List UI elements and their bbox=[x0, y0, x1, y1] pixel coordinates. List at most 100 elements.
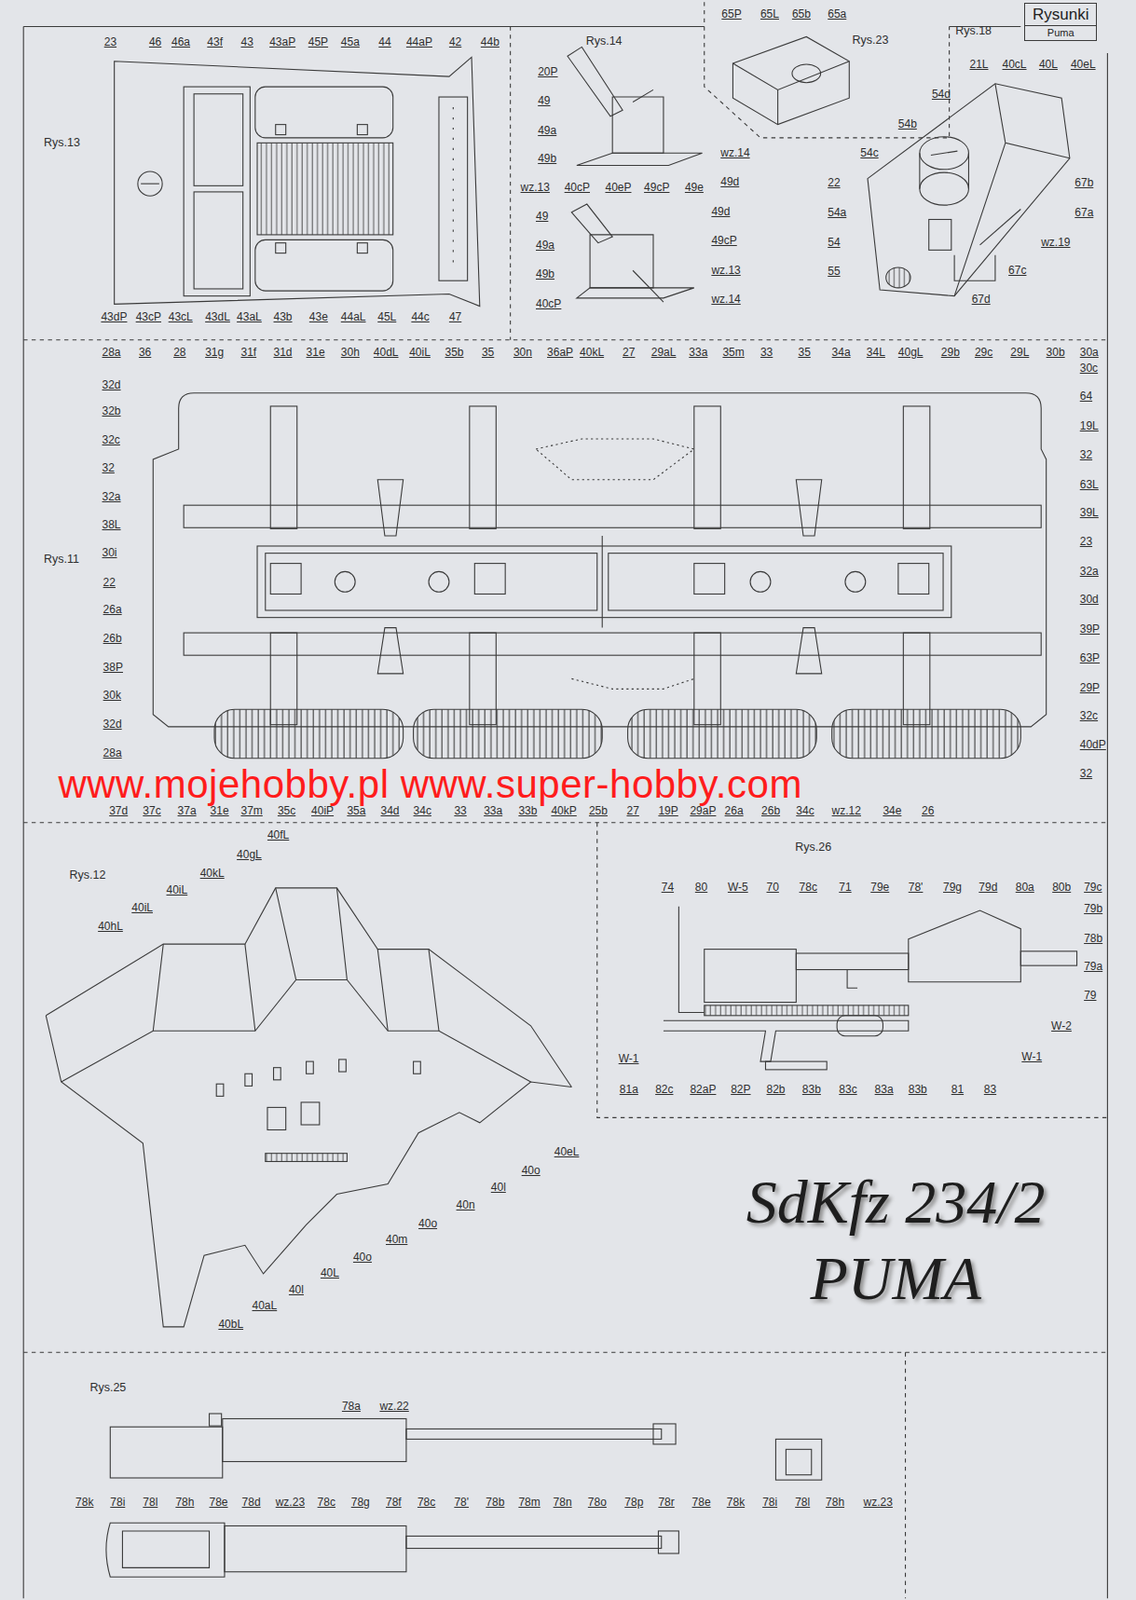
callout-number: 32a bbox=[1080, 564, 1099, 578]
callout-number: 34c bbox=[413, 804, 432, 818]
callout-number: 55 bbox=[827, 264, 840, 278]
line-art bbox=[1020, 951, 1077, 966]
line-art bbox=[628, 709, 818, 759]
line-art bbox=[265, 553, 598, 611]
callout-number: 31d bbox=[273, 345, 293, 359]
callout-number: 49a bbox=[537, 123, 557, 137]
line-art bbox=[209, 1413, 222, 1426]
callout-number: 49a bbox=[535, 238, 555, 252]
line-art bbox=[339, 1059, 347, 1072]
callout-number: 31e bbox=[210, 804, 230, 818]
callout-number: 40eL bbox=[1070, 57, 1096, 71]
callout-number: 32a bbox=[102, 490, 122, 504]
callout-number: wz.23 bbox=[275, 1495, 305, 1509]
callout-number: 28a bbox=[102, 345, 122, 359]
callout-number: 29c bbox=[974, 345, 993, 359]
callout-number: 78b bbox=[1083, 931, 1103, 945]
callout-number: 29b bbox=[941, 345, 960, 359]
line-art bbox=[765, 1061, 827, 1070]
line-art bbox=[567, 46, 623, 116]
line-art bbox=[509, 26, 511, 340]
callout-number: 35b bbox=[445, 345, 465, 359]
line-art bbox=[908, 910, 1021, 983]
callout-number: 45L bbox=[377, 310, 397, 324]
callout-number: 40l bbox=[288, 1283, 304, 1297]
callout-number: 26 bbox=[921, 804, 934, 818]
callout-number: 32 bbox=[102, 461, 115, 475]
callout-number: 82P bbox=[730, 1082, 751, 1096]
line-art bbox=[1107, 53, 1109, 1599]
callout-number: 78a bbox=[342, 1399, 361, 1413]
callout-number: 32d bbox=[102, 378, 122, 392]
callout-number: 43e bbox=[309, 310, 329, 324]
callout-number: 30d bbox=[1080, 592, 1099, 606]
callout-number: 44aP bbox=[406, 35, 433, 49]
callout-number: 78' bbox=[453, 1495, 469, 1509]
figure-label: Rys.11 bbox=[43, 552, 80, 567]
callout-number: 25b bbox=[588, 804, 608, 818]
callout-number: 44 bbox=[378, 35, 391, 49]
figure-label: Rys.26 bbox=[794, 840, 832, 855]
bracket-parts bbox=[567, 46, 703, 302]
callout-number: 79d bbox=[978, 880, 998, 894]
callout-number: 65L bbox=[760, 7, 780, 21]
callout-number: 45a bbox=[341, 35, 360, 49]
line-art bbox=[245, 1073, 253, 1086]
callout-number: 40iL bbox=[131, 901, 153, 915]
callout-number: 27 bbox=[626, 804, 639, 818]
callout-number: 40iP bbox=[311, 804, 334, 818]
line-art bbox=[775, 1438, 822, 1480]
callout-number: 36 bbox=[138, 345, 151, 359]
line-art bbox=[632, 270, 664, 302]
callout-number: wz.19 bbox=[1040, 235, 1070, 249]
line-art bbox=[334, 571, 356, 592]
callout-number: 20P bbox=[537, 65, 558, 79]
callout-number: 83b bbox=[802, 1082, 822, 1096]
callout-number: 78m bbox=[518, 1495, 540, 1509]
callout-number: 40kL bbox=[200, 866, 225, 880]
callout-number: 78k bbox=[726, 1495, 745, 1509]
callout-number: 37m bbox=[240, 804, 262, 818]
callout-number: 39L bbox=[1080, 506, 1099, 520]
callout-number: 34L bbox=[866, 345, 886, 359]
line-art bbox=[919, 172, 970, 206]
callout-number: 79a bbox=[1083, 959, 1103, 973]
callout-number: 35a bbox=[346, 804, 366, 818]
callout-number: 44aL bbox=[341, 310, 367, 324]
line-art bbox=[576, 287, 695, 299]
callout-number: 40m bbox=[385, 1232, 408, 1246]
line-art bbox=[535, 438, 695, 480]
line-art bbox=[257, 142, 394, 235]
callout-number: 32d bbox=[103, 717, 123, 731]
callout-number: 83 bbox=[984, 1082, 997, 1096]
callout-number: wz.14 bbox=[711, 292, 740, 306]
callout-number: 23 bbox=[104, 35, 117, 49]
callout-number: 30h bbox=[341, 345, 360, 359]
callout-number: wz.12 bbox=[832, 804, 862, 818]
callout-number: 78i bbox=[109, 1495, 125, 1509]
line-art bbox=[845, 571, 866, 592]
callout-number: 79g bbox=[943, 880, 962, 894]
line-art bbox=[678, 906, 704, 1013]
callout-number: 46 bbox=[149, 35, 162, 49]
armor-shell bbox=[45, 888, 572, 1328]
line-art bbox=[275, 243, 287, 254]
callout-number: 40L bbox=[320, 1266, 340, 1280]
callout-number: 65a bbox=[827, 7, 847, 21]
callout-number: 32 bbox=[1080, 766, 1093, 781]
line-art bbox=[106, 1522, 225, 1577]
callout-number: 40gL bbox=[898, 345, 924, 359]
callout-number: 38L bbox=[102, 518, 122, 532]
line-art bbox=[152, 888, 439, 1031]
callout-number: 40dL bbox=[373, 345, 399, 359]
callout-number: 78k bbox=[75, 1495, 94, 1509]
callout-number: 40dP bbox=[1080, 738, 1107, 752]
callout-number: 46a bbox=[171, 35, 191, 49]
callout-number: 40eP bbox=[604, 180, 631, 194]
callout-number: 22 bbox=[827, 176, 840, 190]
line-art bbox=[23, 821, 1108, 823]
callout-number: wz.13 bbox=[520, 180, 550, 194]
callout-number: 83a bbox=[875, 1082, 894, 1096]
line-art bbox=[193, 94, 244, 187]
line-art bbox=[792, 64, 822, 83]
